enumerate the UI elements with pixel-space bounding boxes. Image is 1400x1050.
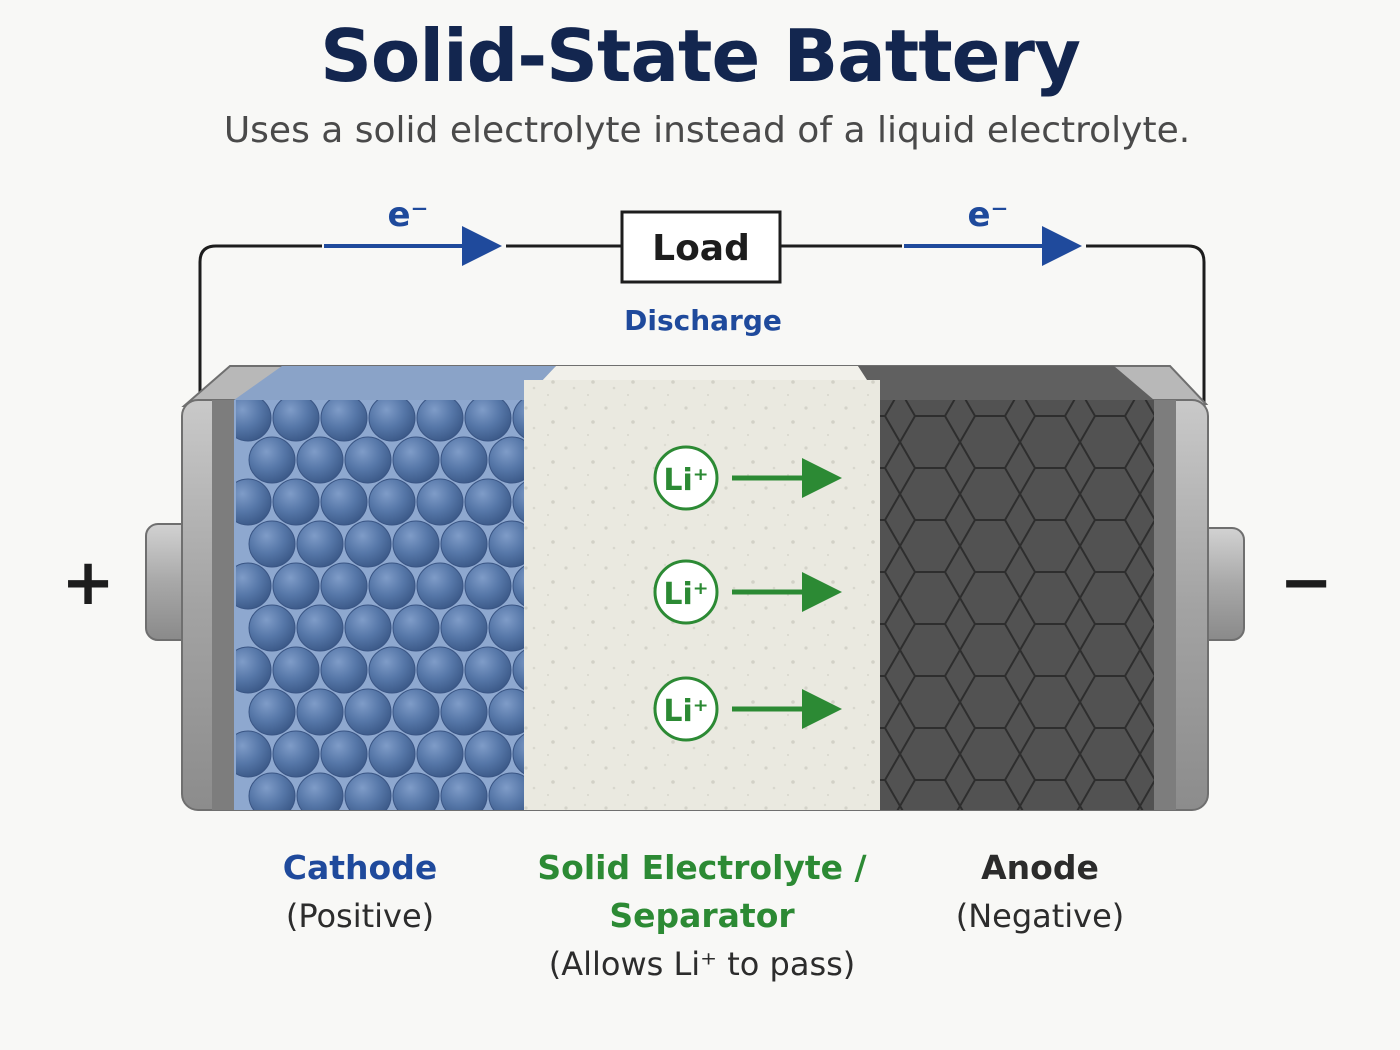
electrolyte-sub: (Allows Li⁺ to pass) (548, 945, 856, 983)
cathode-particle (512, 400, 524, 439)
cathode-particle (320, 730, 368, 778)
cathode-particle (236, 478, 272, 526)
electrolyte-name-line1: Solid Electrolyte / (537, 848, 867, 887)
cathode-particle (512, 481, 524, 523)
svg-text:Li⁺: Li⁺ (663, 694, 708, 729)
cathode-particle (272, 730, 320, 778)
cathode-particle (272, 646, 320, 694)
cathode-particle (296, 520, 344, 568)
cathode-particle (512, 649, 524, 691)
cathode-particle (416, 478, 464, 526)
cathode-particle (416, 646, 464, 694)
cathode-particle (440, 520, 488, 568)
electron-label-right: e⁻ (967, 195, 1008, 235)
cathode-particle (344, 520, 392, 568)
anode-name: Anode (981, 848, 1099, 887)
cathode-particle (320, 646, 368, 694)
cathode-particle (488, 604, 524, 652)
cathode-particle (488, 772, 524, 810)
cathode-particle (392, 436, 440, 484)
li-ion-2: Li⁺ (653, 559, 719, 625)
cathode-particle (248, 604, 296, 652)
cathode-layer (234, 400, 524, 810)
cathode-particle (512, 733, 524, 775)
anode-layer (880, 400, 1154, 810)
cathode-sub: (Positive) (285, 897, 435, 935)
cathode-particle (488, 436, 524, 484)
cathode-particle (248, 520, 296, 568)
cathode-particle (368, 646, 416, 694)
anode-top (858, 366, 1154, 400)
cathode-label: Cathode (Positive) (240, 844, 480, 940)
cathode-particle (512, 565, 524, 607)
discharge-label: Discharge (624, 304, 782, 337)
cathode-particle (368, 730, 416, 778)
li-ion-3: Li⁺ (653, 676, 719, 742)
cathode-particle (416, 730, 464, 778)
electrolyte-label: Solid Electrolyte / Separator (Allows Li… (500, 844, 904, 988)
cathode-particle (320, 400, 368, 442)
cathode-particle (272, 562, 320, 610)
cathode-particle (392, 604, 440, 652)
cathode-particle (464, 730, 512, 778)
cathode-particle (368, 400, 416, 442)
svg-text:Li⁺: Li⁺ (663, 577, 708, 612)
cathode-particle (248, 688, 296, 736)
cathode-particle (416, 562, 464, 610)
cathode-particle (320, 478, 368, 526)
cathode-particle (344, 688, 392, 736)
cathode-particle (344, 772, 392, 810)
cathode-particle (236, 646, 272, 694)
cathode-particle (440, 604, 488, 652)
cathode-particle (440, 772, 488, 810)
diagram-title: Solid-State Battery (320, 14, 1081, 98)
cathode-particle (368, 478, 416, 526)
circuit-wire-right (1086, 244, 1206, 410)
cathode-particle (248, 436, 296, 484)
circuit-wire-left (198, 244, 322, 398)
negative-sign: − (1279, 546, 1333, 620)
anode-sub: (Negative) (955, 897, 1125, 935)
svg-text:Li⁺: Li⁺ (663, 463, 708, 498)
cathode-particle (464, 562, 512, 610)
cathode-particle (440, 688, 488, 736)
diagram-subtitle: Uses a solid electrolyte instead of a li… (223, 110, 1191, 151)
cathode-particle (344, 604, 392, 652)
cathode-particle (392, 688, 440, 736)
cathode-particle (320, 562, 368, 610)
cathode-particle (344, 436, 392, 484)
cathode-particle (416, 400, 464, 442)
electrolyte-name-line2: Separator (609, 896, 795, 935)
cathode-particle (440, 436, 488, 484)
cathode-particle (464, 478, 512, 526)
cathode-particle (464, 646, 512, 694)
cathode-particle (296, 604, 344, 652)
cathode-particle (272, 478, 320, 526)
li-ion-1: Li⁺ (653, 445, 719, 511)
cathode-particle (248, 772, 296, 810)
cathode-name: Cathode (282, 848, 438, 887)
cathode-particle (368, 562, 416, 610)
cathode-particle (296, 436, 344, 484)
cathode-particle (236, 730, 272, 778)
casing-inner-right (1154, 400, 1176, 810)
anode-label: Anode (Negative) (920, 844, 1160, 940)
load-label: Load (652, 228, 750, 269)
cathode-particle (296, 688, 344, 736)
cathode-particle (296, 772, 344, 810)
casing-inner-left (212, 400, 234, 810)
cathode-particle (392, 520, 440, 568)
cathode-particle (236, 400, 272, 442)
cathode-top (234, 366, 556, 400)
cathode-particle (464, 400, 512, 442)
cathode-particle (272, 400, 320, 442)
cathode-particle (392, 772, 440, 810)
load-box (620, 210, 782, 284)
electron-label-left: e⁻ (387, 195, 428, 235)
cathode-particle (488, 688, 524, 736)
positive-sign: + (61, 546, 115, 620)
cathode-particle (236, 562, 272, 610)
cathode-particle (488, 520, 524, 568)
